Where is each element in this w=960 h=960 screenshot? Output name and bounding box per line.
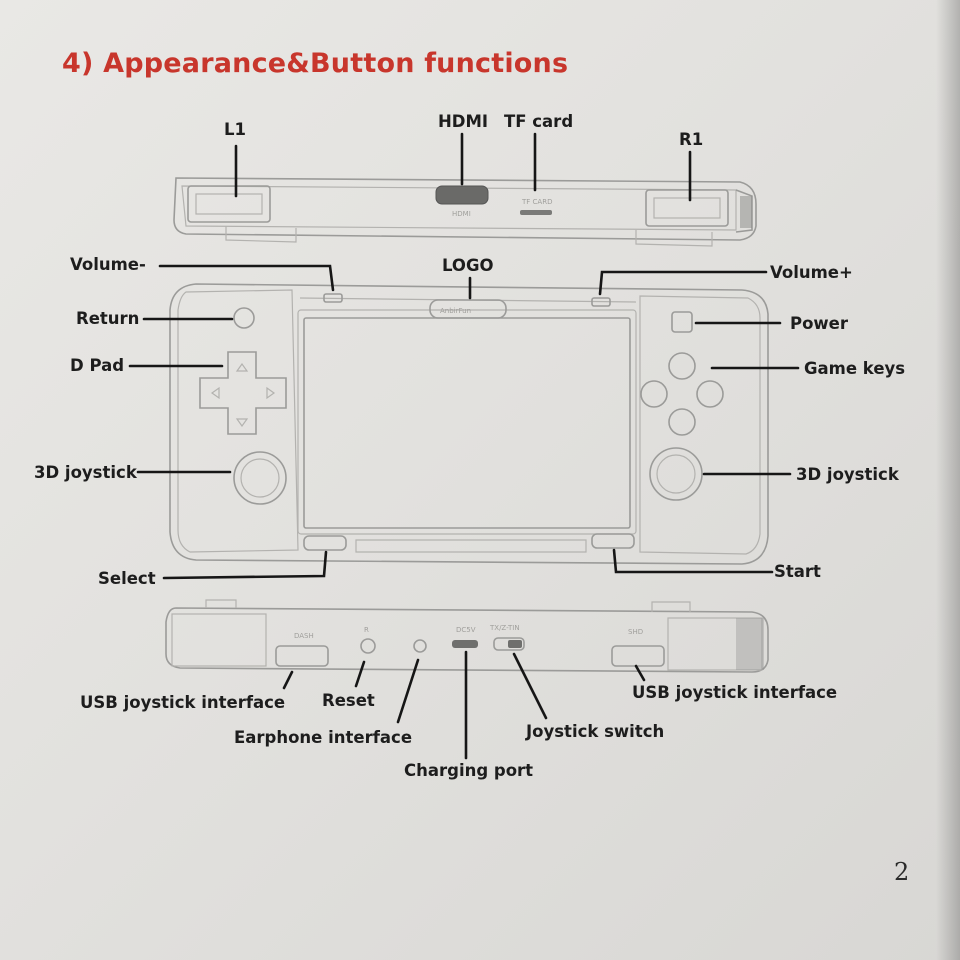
svg-text:SHD: SHD xyxy=(628,628,643,636)
label-tf-card: TF card xyxy=(504,112,574,131)
label-volume-plus: Volume+ xyxy=(770,263,853,282)
device-bottom-view: DASH R DC5V TX/Z-TIN SHD xyxy=(165,599,769,673)
svg-text:HDMI: HDMI xyxy=(452,210,471,218)
svg-text:AnbirFun: AnbirFun xyxy=(440,307,471,315)
svg-text:DASH: DASH xyxy=(294,632,314,640)
svg-text:R: R xyxy=(364,626,369,634)
label-logo: LOGO xyxy=(442,256,494,275)
label-select: Select xyxy=(98,569,156,588)
device-front-view: AnbirFun xyxy=(169,283,769,565)
label-d-pad: D Pad xyxy=(70,356,125,375)
section-heading: 4) Appearance&Button functions xyxy=(62,48,569,79)
label-earphone-interface: Earphone interface xyxy=(234,728,413,747)
label-joystick-switch: Joystick switch xyxy=(526,722,665,741)
label-r1: R1 xyxy=(679,130,704,149)
device-top-view: HDMI TF CARD xyxy=(173,177,757,247)
label-3d-joystick-right: 3D joystick xyxy=(796,465,899,484)
label-game-keys: Game keys xyxy=(804,359,906,378)
svg-text:TX/Z-TIN: TX/Z-TIN xyxy=(489,624,520,632)
label-volume-minus: Volume- xyxy=(70,255,146,274)
label-power: Power xyxy=(790,314,848,333)
label-start: Start xyxy=(774,562,821,581)
label-hdmi: HDMI xyxy=(438,112,489,131)
leader-lines xyxy=(128,132,800,760)
svg-text:DC5V: DC5V xyxy=(456,626,476,634)
label-usb-joystick-left: USB joystick interface xyxy=(80,693,286,712)
svg-text:TF CARD: TF CARD xyxy=(521,198,552,206)
label-3d-joystick-left: 3D joystick xyxy=(34,463,137,482)
label-charging-port: Charging port xyxy=(404,761,534,780)
page-edge-shadow xyxy=(936,0,960,960)
label-return: Return xyxy=(76,309,140,328)
label-l1: L1 xyxy=(224,120,246,139)
page-number: 2 xyxy=(894,858,910,886)
label-usb-joystick-right: USB joystick interface xyxy=(632,683,838,702)
label-reset: Reset xyxy=(322,691,375,710)
